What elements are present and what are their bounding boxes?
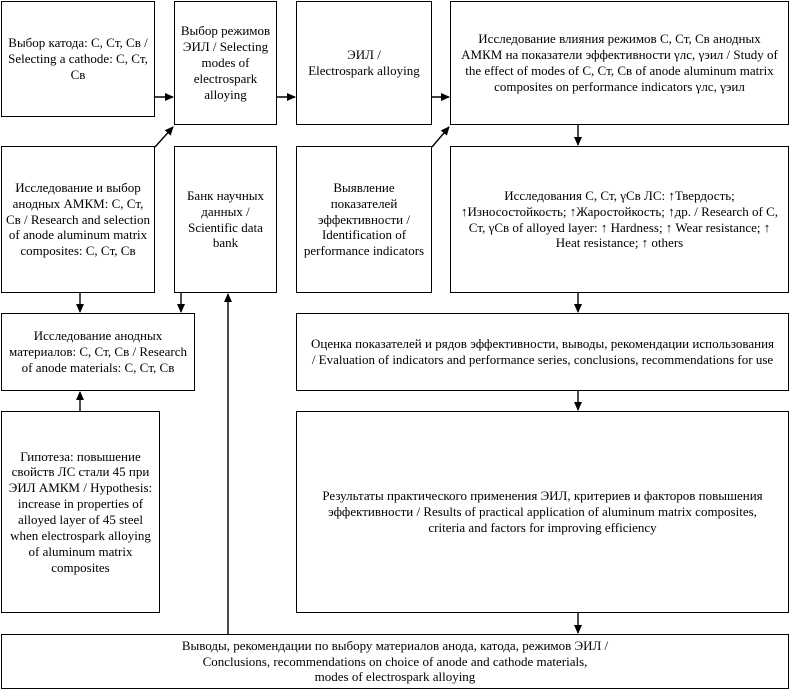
box-research-alloyed-layer: Исследования C, Cт, γCв ЛС: ↑Твердость; … — [450, 146, 789, 293]
box-research-selection-anode: Исследование и выбор анодных АМКМ: C, Cт… — [1, 146, 155, 293]
box-research-anode-materials: Исследование анодных материалов: C, Cт, … — [1, 313, 195, 391]
box-practical-results: Результаты практического применения ЭИЛ,… — [296, 411, 789, 613]
box-identification-indicators: Выявление показателей эффективности / Id… — [296, 146, 432, 293]
box-hypothesis: Гипотеза: повышение свойств ЛС стали 45 … — [1, 411, 160, 613]
arrow-research-to-modes — [154, 126, 174, 148]
box-conclusions-recommendations: Выводы, рекомендации по выбору материало… — [1, 634, 789, 689]
arrow-identification-to-study — [431, 126, 450, 148]
box-scientific-data-bank: Банк научных данных / Scientific data ba… — [174, 146, 277, 293]
box-selecting-modes: Выбор режимов ЭИЛ / Selecting modes of e… — [174, 1, 277, 125]
box-study-influence: Исследование влияния режимов C, Cт, Cв а… — [450, 1, 789, 125]
box-evaluation-indicators: Оценка показателей и рядов эффективности… — [296, 313, 789, 391]
box-selecting-cathode: Выбор катода: C, Cт, Cв / Selecting a ca… — [1, 1, 155, 117]
box-electrospark-alloying: ЭИЛ / Electrospark alloying — [296, 1, 432, 125]
